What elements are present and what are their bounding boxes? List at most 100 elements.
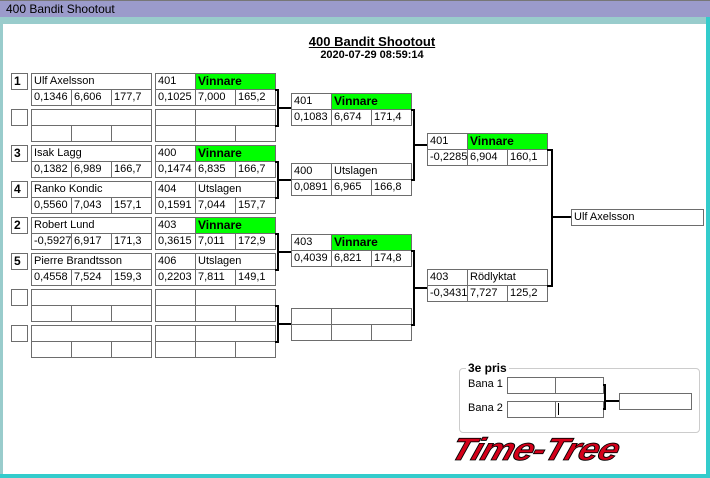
match-status: Vinnare bbox=[331, 93, 412, 110]
result-cell bbox=[155, 125, 196, 142]
match-status bbox=[331, 308, 412, 325]
result-cell: 149,1 bbox=[235, 269, 276, 286]
lane-number[interactable]: 400 bbox=[291, 163, 332, 180]
result-cell: 0,1025 bbox=[155, 89, 196, 106]
result-cell: 0,0891 bbox=[291, 179, 332, 196]
result-cell: 0,2203 bbox=[155, 269, 196, 286]
player-name[interactable] bbox=[31, 109, 152, 126]
player-stat bbox=[111, 341, 152, 358]
result-cell: 0,3615 bbox=[155, 233, 196, 250]
seed-number[interactable]: 3 bbox=[11, 145, 28, 162]
player-name[interactable]: Robert Lund bbox=[31, 217, 152, 234]
match-status: Rödlyktat bbox=[467, 269, 548, 286]
seed-number[interactable]: 4 bbox=[11, 181, 28, 198]
window-title: 400 Bandit Shootout bbox=[0, 0, 710, 17]
result-cell: 0,1474 bbox=[155, 161, 196, 178]
result-cell bbox=[235, 125, 276, 142]
match-status: Vinnare bbox=[195, 145, 276, 162]
player-name[interactable] bbox=[31, 325, 152, 342]
match-status bbox=[195, 109, 276, 126]
lane-number[interactable] bbox=[155, 289, 196, 306]
seed-number[interactable]: 2 bbox=[11, 217, 28, 234]
result-cell: 7,011 bbox=[195, 233, 236, 250]
result-cell bbox=[195, 341, 236, 358]
lane-number[interactable]: 403 bbox=[155, 217, 196, 234]
result-cell: 7,811 bbox=[195, 269, 236, 286]
third-lane2-field-a[interactable] bbox=[507, 401, 556, 418]
player-stat: 171,3 bbox=[111, 233, 152, 250]
player-stat: 157,1 bbox=[111, 197, 152, 214]
result-cell: 160,1 bbox=[507, 149, 548, 166]
match-status: Vinnare bbox=[331, 234, 412, 251]
result-cell: 0,4039 bbox=[291, 250, 332, 267]
third-lane2-field-b[interactable] bbox=[555, 401, 604, 418]
player-name[interactable]: Ranko Kondic bbox=[31, 181, 152, 198]
lane-number[interactable]: 404 bbox=[155, 181, 196, 198]
result-cell: -0,3431 bbox=[427, 285, 468, 302]
player-stat: 177,7 bbox=[111, 89, 152, 106]
lane-number[interactable] bbox=[291, 308, 332, 325]
lane-number[interactable]: 401 bbox=[427, 133, 468, 150]
seed-number[interactable] bbox=[11, 289, 28, 306]
result-cell bbox=[371, 324, 412, 341]
lane-number[interactable]: 406 bbox=[155, 253, 196, 270]
player-name[interactable]: Ulf Axelsson bbox=[31, 73, 152, 90]
result-cell bbox=[235, 305, 276, 322]
player-name[interactable] bbox=[31, 289, 152, 306]
bracket-connector bbox=[277, 323, 291, 325]
player-name[interactable]: Isak Lagg bbox=[31, 145, 152, 162]
match-status: Vinnare bbox=[467, 133, 548, 150]
player-stat bbox=[71, 341, 112, 358]
third-lane1-field-a[interactable] bbox=[507, 377, 556, 394]
player-name[interactable]: Pierre Brandtsson bbox=[31, 253, 152, 270]
result-cell bbox=[331, 324, 372, 341]
lane1-label: Bana 1 bbox=[468, 378, 503, 390]
result-cell bbox=[235, 341, 276, 358]
result-cell bbox=[195, 305, 236, 322]
bracket-connector bbox=[277, 107, 291, 109]
result-cell: 6,965 bbox=[331, 179, 372, 196]
final-winner[interactable]: Ulf Axelsson bbox=[571, 209, 704, 226]
player-stat bbox=[31, 341, 72, 358]
seed-number[interactable]: 1 bbox=[11, 73, 28, 90]
seed-number[interactable] bbox=[11, 109, 28, 126]
third-place-group bbox=[459, 368, 700, 433]
lane-number[interactable]: 403 bbox=[427, 269, 468, 286]
match-status: Vinnare bbox=[195, 217, 276, 234]
player-stat: 166,7 bbox=[111, 161, 152, 178]
player-stat: 0,1382 bbox=[31, 161, 72, 178]
bracket-connector bbox=[413, 287, 427, 289]
window-border-right bbox=[706, 17, 710, 478]
bracket-connector bbox=[547, 149, 553, 151]
lane-number[interactable]: 403 bbox=[291, 234, 332, 251]
player-stat: -0,5927 bbox=[31, 233, 72, 250]
result-cell: -0,2285 bbox=[427, 149, 468, 166]
result-cell: 7,044 bbox=[195, 197, 236, 214]
lane-number[interactable]: 401 bbox=[155, 73, 196, 90]
bracket-connector bbox=[277, 251, 291, 253]
title-strip bbox=[0, 17, 710, 24]
lane-number[interactable] bbox=[155, 109, 196, 126]
result-cell: 171,4 bbox=[371, 109, 412, 126]
result-cell: 157,7 bbox=[235, 197, 276, 214]
window-border-left bbox=[0, 17, 3, 478]
result-cell: 7,000 bbox=[195, 89, 236, 106]
player-stat: 7,043 bbox=[71, 197, 112, 214]
result-cell: 166,7 bbox=[235, 161, 276, 178]
seed-number[interactable]: 5 bbox=[11, 253, 28, 270]
third-place-winner-field[interactable] bbox=[619, 393, 692, 410]
bracket-connector bbox=[547, 285, 553, 287]
player-stat bbox=[111, 125, 152, 142]
seed-number[interactable] bbox=[11, 325, 28, 342]
result-cell bbox=[195, 125, 236, 142]
match-status: Utslagen bbox=[195, 181, 276, 198]
connector bbox=[604, 400, 619, 402]
third-lane1-field-b[interactable] bbox=[555, 377, 604, 394]
lane-number[interactable]: 400 bbox=[155, 145, 196, 162]
player-stat bbox=[31, 125, 72, 142]
result-cell: 6,835 bbox=[195, 161, 236, 178]
lane-number[interactable]: 401 bbox=[291, 93, 332, 110]
bracket-connector bbox=[277, 179, 291, 181]
lane-number[interactable] bbox=[155, 325, 196, 342]
result-cell: 174,8 bbox=[371, 250, 412, 267]
